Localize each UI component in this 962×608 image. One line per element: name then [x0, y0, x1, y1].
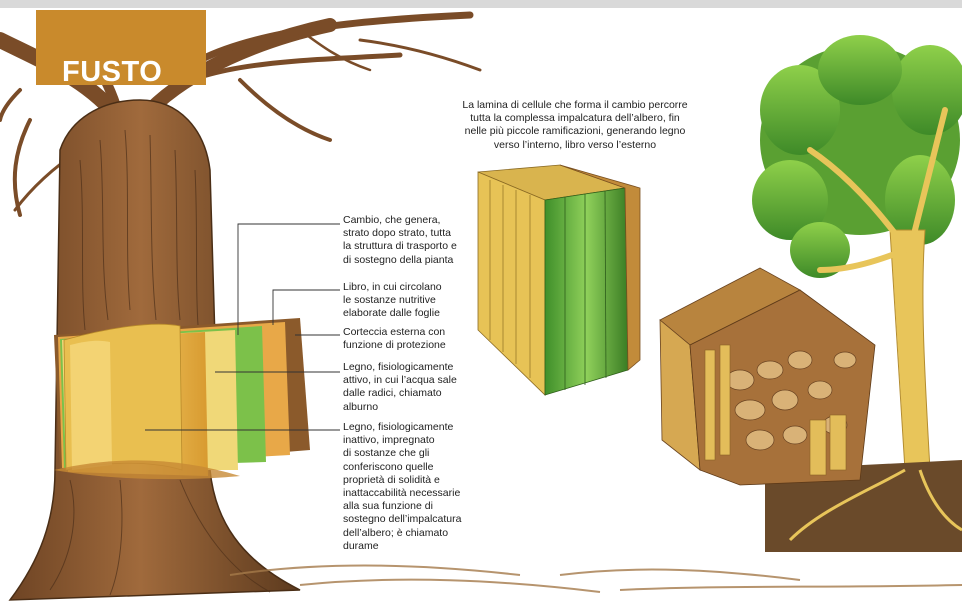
right-tree-ground [765, 460, 962, 552]
label-durame: Legno, fisiologicamente inattivo, impreg… [343, 421, 462, 552]
right-tree-branches [807, 107, 948, 273]
intro-caption: La lamina di cellule che forma il cambio… [462, 99, 688, 151]
right-tree-roots [788, 468, 962, 542]
label-corteccia: Corteccia esterna con funzione di protez… [343, 326, 446, 352]
label-alburno: Legno, fisiologicamente attivo, in cui l… [343, 361, 457, 413]
right-tree-crown [752, 35, 962, 278]
bottom-roots [229, 564, 962, 593]
section-block [659, 267, 876, 486]
label-libro: Libro, in cui circolano le sostanze nutr… [343, 281, 442, 320]
right-tree-trunk [889, 229, 931, 471]
page-title: FUSTO [62, 56, 163, 88]
leader-lines [145, 223, 340, 431]
cell-block [477, 164, 641, 396]
label-cambio: Cambio, che genera, strato dopo strato, … [343, 214, 457, 266]
bark-texture [49, 129, 271, 596]
top-bar [0, 0, 962, 8]
title-box [36, 10, 206, 85]
trunk-layers [54, 318, 310, 480]
